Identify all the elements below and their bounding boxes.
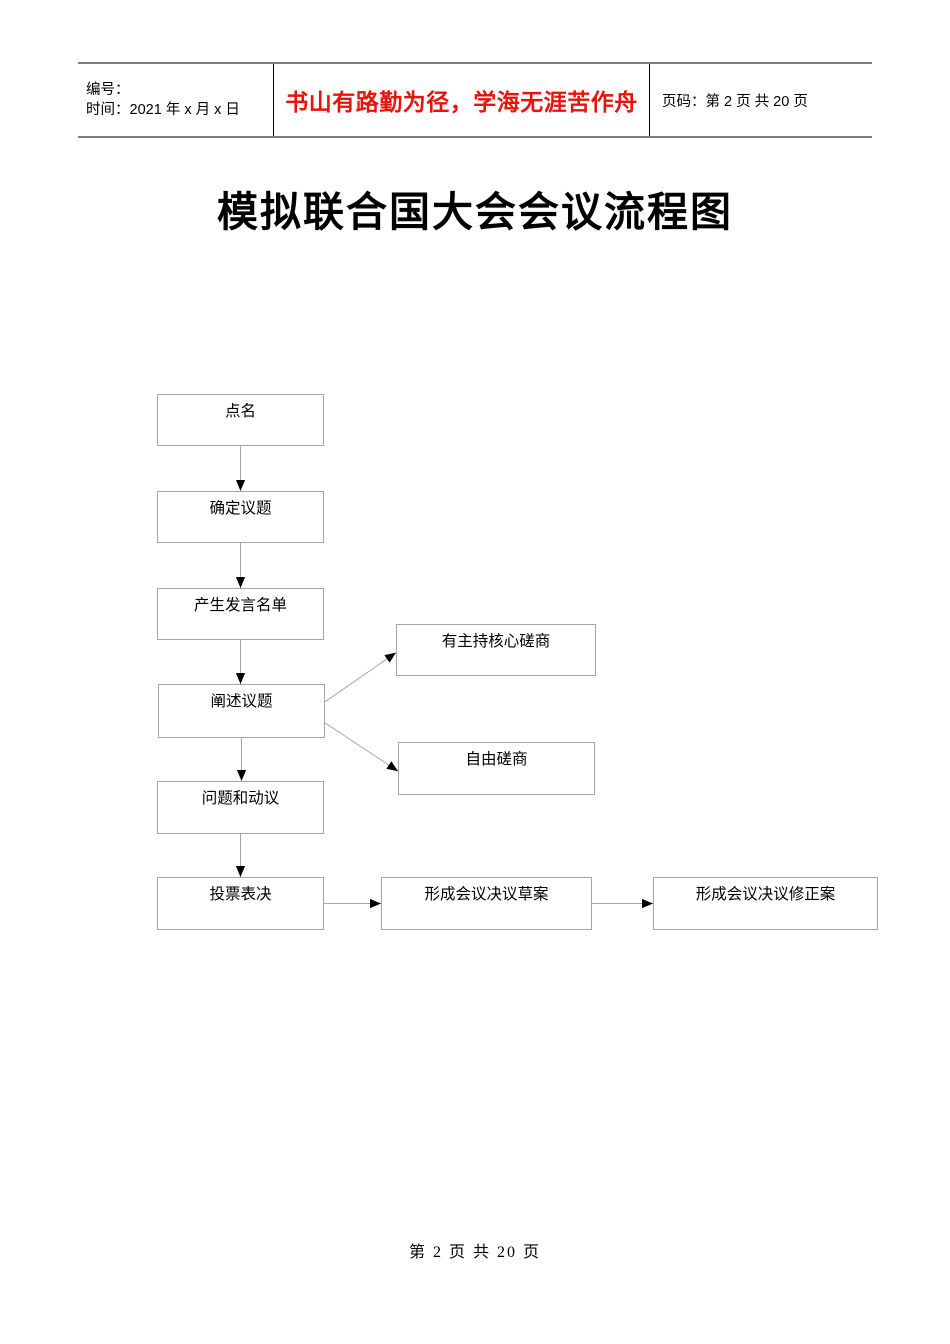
flow-node-label: 自由磋商 (465, 751, 528, 768)
flow-edge-arrowhead (386, 761, 398, 772)
flow-node: 产生发言名单 (157, 588, 324, 640)
flow-node: 点名 (157, 394, 324, 446)
header-cell-motto: 书山有路勤为径，学海无涯苦作舟 (274, 64, 650, 136)
flow-node-label: 有主持核心磋商 (441, 633, 551, 650)
flow-node: 问题和动议 (157, 781, 324, 834)
flow-node-label: 阐述议题 (210, 693, 273, 710)
flow-node: 形成会议决议修正案 (653, 877, 878, 930)
flow-edge-arrowhead (235, 673, 246, 684)
flow-edge-arrowhead (236, 770, 247, 781)
flow-node: 有主持核心磋商 (396, 624, 596, 676)
flow-node: 自由磋商 (398, 742, 595, 795)
flow-edge-arrowhead (642, 898, 653, 909)
header-motto: 书山有路勤为径，学海无涯苦作舟 (285, 90, 638, 115)
flow-edge-line (324, 722, 399, 772)
page-title: 模拟联合国大会会议流程图 (217, 189, 733, 235)
footer-page-info: 第 2 页 共 20 页 (408, 1244, 541, 1261)
flow-node-label: 点名 (224, 403, 256, 420)
flow-node-label: 确定议题 (209, 500, 272, 517)
flow-node: 投票表决 (157, 877, 324, 930)
header-table: 编号： 时间：2021 年 x 月 x 日 书山有路勤为径，学海无涯苦作舟 页码… (78, 62, 872, 138)
flow-node-label: 投票表决 (209, 886, 272, 903)
flow-node-label: 产生发言名单 (193, 597, 287, 614)
flow-edge-arrowhead (235, 577, 246, 588)
flow-node-label: 形成会议决议修正案 (695, 886, 836, 903)
flow-edge-arrowhead (235, 480, 246, 491)
flow-edge-arrowhead (370, 898, 381, 909)
header-cell-page: 页码：第 2 页 共 20 页 (650, 64, 872, 136)
doc-date-label: 时间：2021 年 x 月 x 日 (86, 102, 240, 118)
header-cell-meta: 编号： 时间：2021 年 x 月 x 日 (78, 64, 274, 136)
flow-node: 形成会议决议草案 (381, 877, 592, 930)
flow-node: 阐述议题 (158, 684, 325, 738)
flow-node-label: 形成会议决议草案 (424, 886, 549, 903)
flow-edge-arrowhead (384, 652, 396, 663)
flow-node-label: 问题和动议 (201, 790, 280, 807)
flow-edge-arrowhead (235, 866, 246, 877)
flow-edge-line (324, 652, 397, 703)
flow-node: 确定议题 (157, 491, 324, 543)
doc-number-label: 编号： (86, 82, 130, 98)
header-page-info: 页码：第 2 页 共 20 页 (662, 93, 808, 110)
